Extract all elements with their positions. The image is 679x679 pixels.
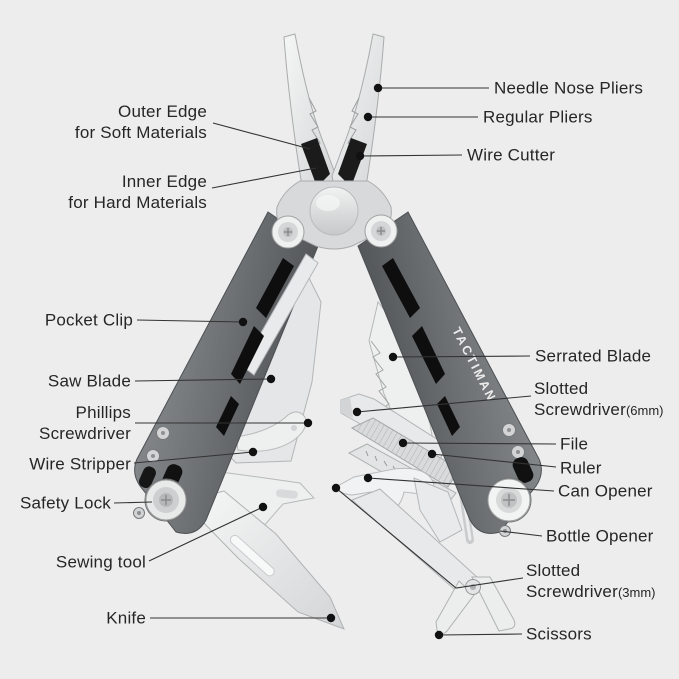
callout-label-serrated-blade: Serrated Blade <box>535 345 651 366</box>
callout-label-suffix: (6mm) <box>625 403 664 418</box>
screw-small-center <box>137 511 141 515</box>
screw-small-center <box>161 431 165 435</box>
wire-cutter-left-insert <box>301 138 330 187</box>
callout-label-outer-edge-line: for Soft Materials <box>74 123 207 142</box>
callout-label-bottle-opener-line: Bottle Opener <box>546 526 654 546</box>
callout-label-bottle-opener: Bottle Opener <box>546 525 654 546</box>
callout-label-serrated-blade-line: Serrated Blade <box>535 346 652 366</box>
callout-label-file-line: File <box>560 434 589 454</box>
callout-label-saw-blade: Saw Blade <box>48 370 131 391</box>
callout-label-outer-edge: Outer Edge for Soft Materials <box>75 101 207 143</box>
safety-lock-button <box>138 466 156 488</box>
callout-label-text: Screwdriver <box>526 582 618 601</box>
callout-label-wire-cutter: Wire Cutter <box>467 144 555 165</box>
callout-label-slotted-screwdriver-6mm-line: Slotted <box>534 378 589 398</box>
callout-label-pocket-clip: Pocket Clip <box>45 309 133 330</box>
wire-cutter-right-insert <box>338 138 367 187</box>
handle-right-top-screw-cross <box>377 227 385 235</box>
pliers-left-jaw-serrations <box>308 97 321 147</box>
sewing-tool-slot <box>276 489 298 499</box>
phillips-tip-hole <box>291 425 297 431</box>
callout-label-wire-cutter-line: Wire Cutter <box>467 145 556 165</box>
callout-label-text: Screwdriver <box>534 400 626 419</box>
callout-label-needle-nose-pliers-line: Needle Nose Pliers <box>494 78 644 98</box>
callout-label-sewing-tool-line: Sewing tool <box>55 552 146 572</box>
pliers-right-jaw-serrations <box>347 97 360 147</box>
callout-label-inner-edge-line: Inner Edge <box>121 171 207 191</box>
callout-label-slotted-screwdriver-6mm-line: Screwdriver(6mm) <box>534 399 664 420</box>
callout-label-safety-lock: Safety Lock <box>20 492 111 513</box>
screw-small-center <box>516 450 520 454</box>
callout-label-pocket-clip-line: Pocket Clip <box>44 310 133 330</box>
handle-right-cutout-1 <box>382 258 420 318</box>
callout-label-knife: Knife <box>106 607 146 628</box>
callout-label-phillips-screwdriver-line: Screwdriver <box>39 424 131 443</box>
handle-left-end-screw-cross <box>161 495 171 505</box>
callout-label-inner-edge: Inner Edge for Hard Materials <box>68 171 207 213</box>
callout-label-phillips-screwdriver-line: Phillips <box>75 402 131 422</box>
callout-label-saw-blade-line: Saw Blade <box>47 371 131 391</box>
callout-label-inner-edge-line: for Hard Materials <box>68 193 207 212</box>
callout-label-regular-pliers: Regular Pliers <box>483 106 593 127</box>
callout-label-regular-pliers-line: Regular Pliers <box>483 107 593 127</box>
callout-label-knife-line: Knife <box>106 608 146 628</box>
callout-label-suffix: (3mm) <box>617 585 656 600</box>
slotted-6mm-tip <box>341 397 353 418</box>
callout-label-can-opener-line: Can Opener <box>558 481 653 501</box>
callout-label-needle-nose-pliers: Needle Nose Pliers <box>494 77 643 98</box>
screw-small-center <box>507 428 511 432</box>
callout-label-file: File <box>560 433 588 454</box>
handle-left-cutout-3 <box>216 396 239 436</box>
callout-label-wire-stripper: Wire Stripper <box>29 453 131 474</box>
callout-label-slotted-screwdriver-3mm-line: Screwdriver(3mm) <box>526 581 656 602</box>
pocket-clip-part <box>241 253 319 376</box>
callout-label-slotted-screwdriver-3mm-line: Slotted <box>526 560 581 580</box>
handle-left-cutout-2 <box>231 326 264 384</box>
callout-label-ruler-line: Ruler <box>560 458 602 478</box>
pivot-boss-highlight <box>316 195 340 211</box>
phillips-screwdriver-part <box>235 411 307 452</box>
callout-label-sewing-tool: Sewing tool <box>56 551 146 572</box>
handle-left-cutout-1 <box>256 258 294 318</box>
callout-label-scissors: Scissors <box>526 623 592 644</box>
scissors-blade-right <box>471 576 516 632</box>
callout-label-safety-lock-line: Safety Lock <box>19 493 111 513</box>
callout-label-scissors-line: Scissors <box>526 624 592 644</box>
callout-label-ruler: Ruler <box>560 457 602 478</box>
callout-label-can-opener: Can Opener <box>558 480 653 501</box>
callout-label-outer-edge-line: Outer Edge <box>118 101 207 121</box>
handle-left-top-screw-cross <box>284 228 292 236</box>
callout-label-wire-stripper-line: Wire Stripper <box>29 454 131 474</box>
handle-right-cutout-2 <box>412 326 445 384</box>
pliers-head <box>271 33 398 250</box>
